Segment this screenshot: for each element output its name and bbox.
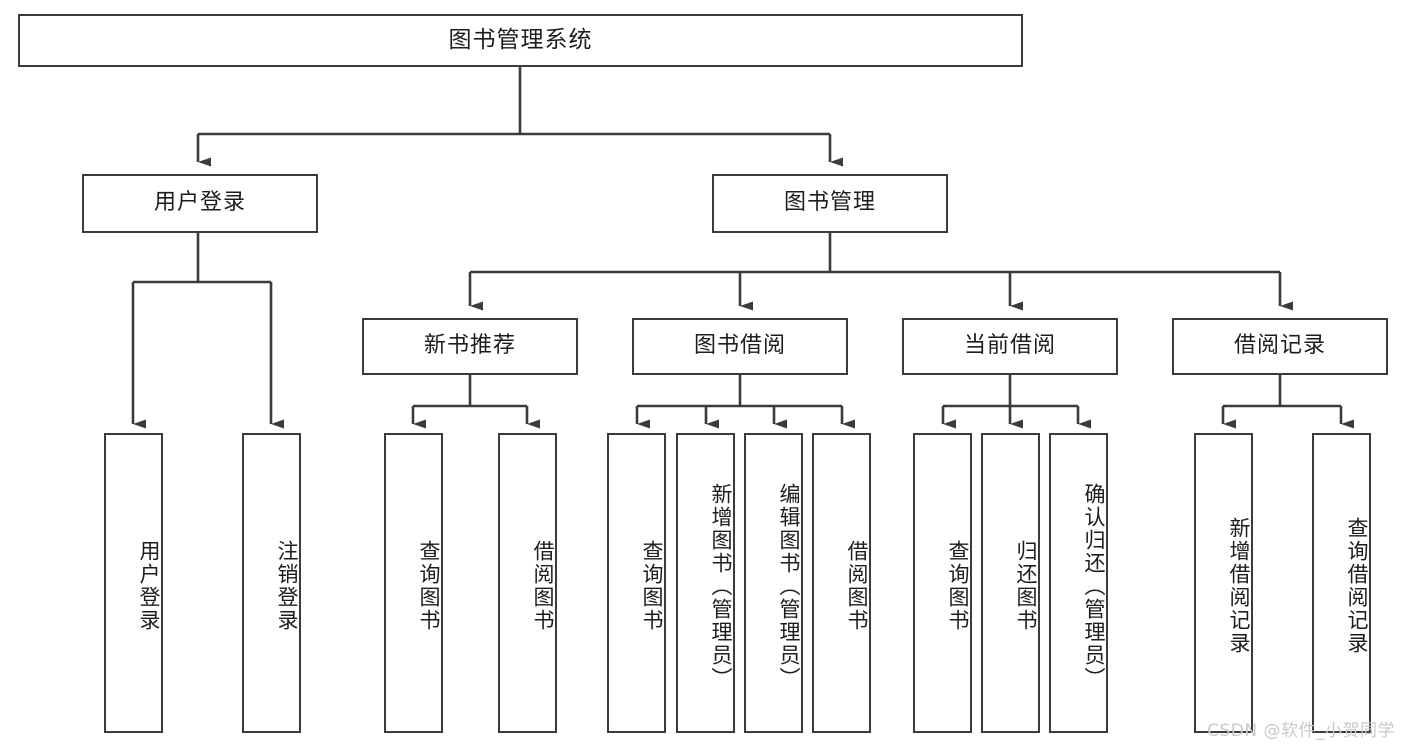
node-borrow-records[interactable]: 借阅记录 [1172, 318, 1388, 375]
leaf-label: 注销登录 [275, 540, 299, 632]
node-book-management[interactable]: 图书管理 [712, 174, 948, 233]
leaf-label: 查询图书 [640, 540, 664, 632]
leaf-current-borrow-query-book[interactable]: 查询图书 [913, 433, 972, 733]
leaf-label: 编辑图书（管理员） [777, 482, 801, 690]
leaf-book-borrow-edit-book[interactable]: 编辑图书（管理员） [744, 433, 803, 733]
leaf-borrow-records-add-record[interactable]: 新增借阅记录 [1194, 433, 1253, 733]
leaf-label: 借阅图书 [845, 540, 869, 632]
leaf-new-book-query-book[interactable]: 查询图书 [384, 433, 443, 733]
leaf-label: 归还图书 [1014, 540, 1038, 632]
node-user-login-label: 用户登录 [153, 190, 246, 216]
leaf-label: 用户登录 [137, 540, 161, 632]
leaf-label: 查询图书 [417, 540, 441, 632]
leaf-label: 新增借阅记录 [1227, 517, 1251, 655]
node-new-book-recommend[interactable]: 新书推荐 [362, 318, 578, 375]
leaf-book-borrow-borrow-book[interactable]: 借阅图书 [812, 433, 871, 733]
leaf-current-borrow-return-book[interactable]: 归还图书 [981, 433, 1040, 733]
node-borrow-records-label: 借阅记录 [1233, 333, 1326, 359]
node-book-borrow[interactable]: 图书借阅 [632, 318, 848, 375]
leaf-user-login-login[interactable]: 用户登录 [104, 433, 163, 733]
node-root-label: 图书管理系统 [448, 26, 593, 53]
leaf-user-login-logout[interactable]: 注销登录 [242, 433, 301, 733]
watermark: CSDN @软件_小贺同学 [1207, 721, 1395, 741]
leaf-label: 查询借阅记录 [1345, 517, 1369, 655]
leaf-book-borrow-add-book[interactable]: 新增图书（管理员） [676, 433, 735, 733]
leaf-label: 新增图书（管理员） [709, 482, 733, 690]
node-root[interactable]: 图书管理系统 [18, 14, 1023, 67]
leaf-book-borrow-query-book[interactable]: 查询图书 [607, 433, 666, 733]
node-current-borrow[interactable]: 当前借阅 [902, 318, 1118, 375]
node-new-book-recommend-label: 新书推荐 [423, 333, 516, 359]
node-user-login[interactable]: 用户登录 [82, 174, 318, 233]
leaf-new-book-borrow-book[interactable]: 借阅图书 [498, 433, 557, 733]
leaf-label: 查询图书 [946, 540, 970, 632]
node-book-management-label: 图书管理 [783, 190, 876, 216]
node-current-borrow-label: 当前借阅 [963, 333, 1056, 359]
node-book-borrow-label: 图书借阅 [693, 333, 786, 359]
leaf-label: 确认归还（管理员） [1082, 482, 1106, 690]
leaf-label: 借阅图书 [531, 540, 555, 632]
leaf-borrow-records-query-record[interactable]: 查询借阅记录 [1312, 433, 1371, 733]
leaf-current-borrow-confirm-return[interactable]: 确认归还（管理员） [1049, 433, 1108, 733]
